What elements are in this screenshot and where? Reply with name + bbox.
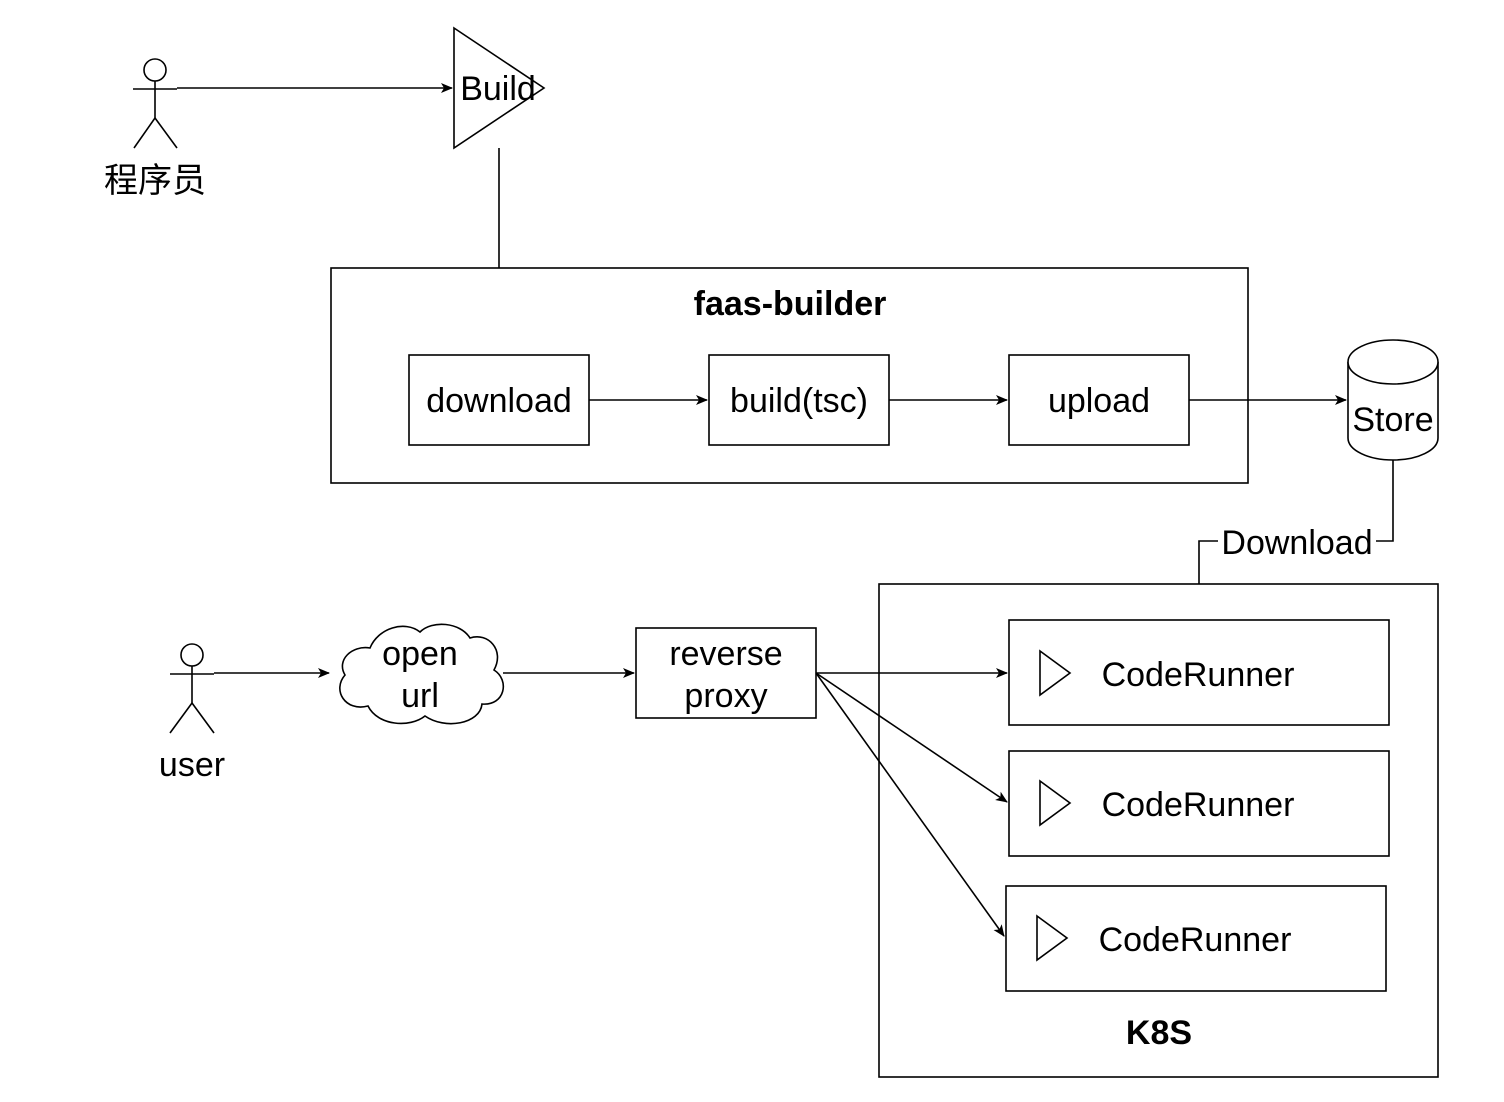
coderunner-1-play-icon xyxy=(1039,649,1072,697)
faas-builder-title: faas-builder xyxy=(694,285,887,323)
open-url-cloud: open url xyxy=(339,623,504,725)
build-triangle xyxy=(453,26,546,150)
proxy-to-coderunner-3-edge xyxy=(815,672,1005,937)
reverse-proxy-node: reverse proxy xyxy=(635,627,817,719)
build-label: Build xyxy=(460,70,536,108)
user-head xyxy=(180,643,204,667)
build-node: Build xyxy=(453,26,546,150)
proxy-line2: proxy xyxy=(684,677,767,715)
step-build-label: build(tsc) xyxy=(730,382,868,420)
coderunner-2-label: CodeRunner xyxy=(1102,786,1295,824)
coderunner-3-box xyxy=(1005,885,1387,992)
proxy-line1: reverse xyxy=(669,635,782,673)
coderunner-1-box xyxy=(1008,619,1390,726)
developer-label: 程序员 xyxy=(104,161,206,201)
reverse-proxy-box xyxy=(635,627,817,719)
cloud-line2: url xyxy=(401,677,439,715)
store-download-label: Download xyxy=(1221,524,1372,562)
coderunner-1-label: CodeRunner xyxy=(1102,656,1295,694)
user-label: user xyxy=(159,746,225,784)
coderunner-3-label: CodeRunner xyxy=(1099,921,1292,959)
store-node: Store xyxy=(1347,339,1439,461)
cloud-line1: open xyxy=(382,635,458,673)
step-upload-box xyxy=(1008,354,1190,446)
developer-head xyxy=(143,58,167,82)
cloud-shape xyxy=(339,623,504,725)
k8s-title: K8S xyxy=(1126,1014,1192,1052)
developer-actor: 程序员 xyxy=(104,58,206,201)
faas-builder-container: faas-builder download build(tsc) upload xyxy=(330,267,1249,484)
coderunner-2-box xyxy=(1008,750,1390,857)
proxy-to-coderunner-2-edge xyxy=(815,672,1008,803)
user-actor: user xyxy=(159,643,225,784)
step-download-label: download xyxy=(426,382,572,420)
store-cylinder-top xyxy=(1347,339,1439,385)
coderunner-3-play-icon xyxy=(1036,914,1069,962)
coderunner-2-play-icon xyxy=(1039,779,1072,827)
step-upload-label: upload xyxy=(1048,382,1150,420)
store-label: Store xyxy=(1352,401,1433,439)
k8s-container: K8S CodeRunner CodeRunner CodeRunner xyxy=(878,583,1439,1078)
